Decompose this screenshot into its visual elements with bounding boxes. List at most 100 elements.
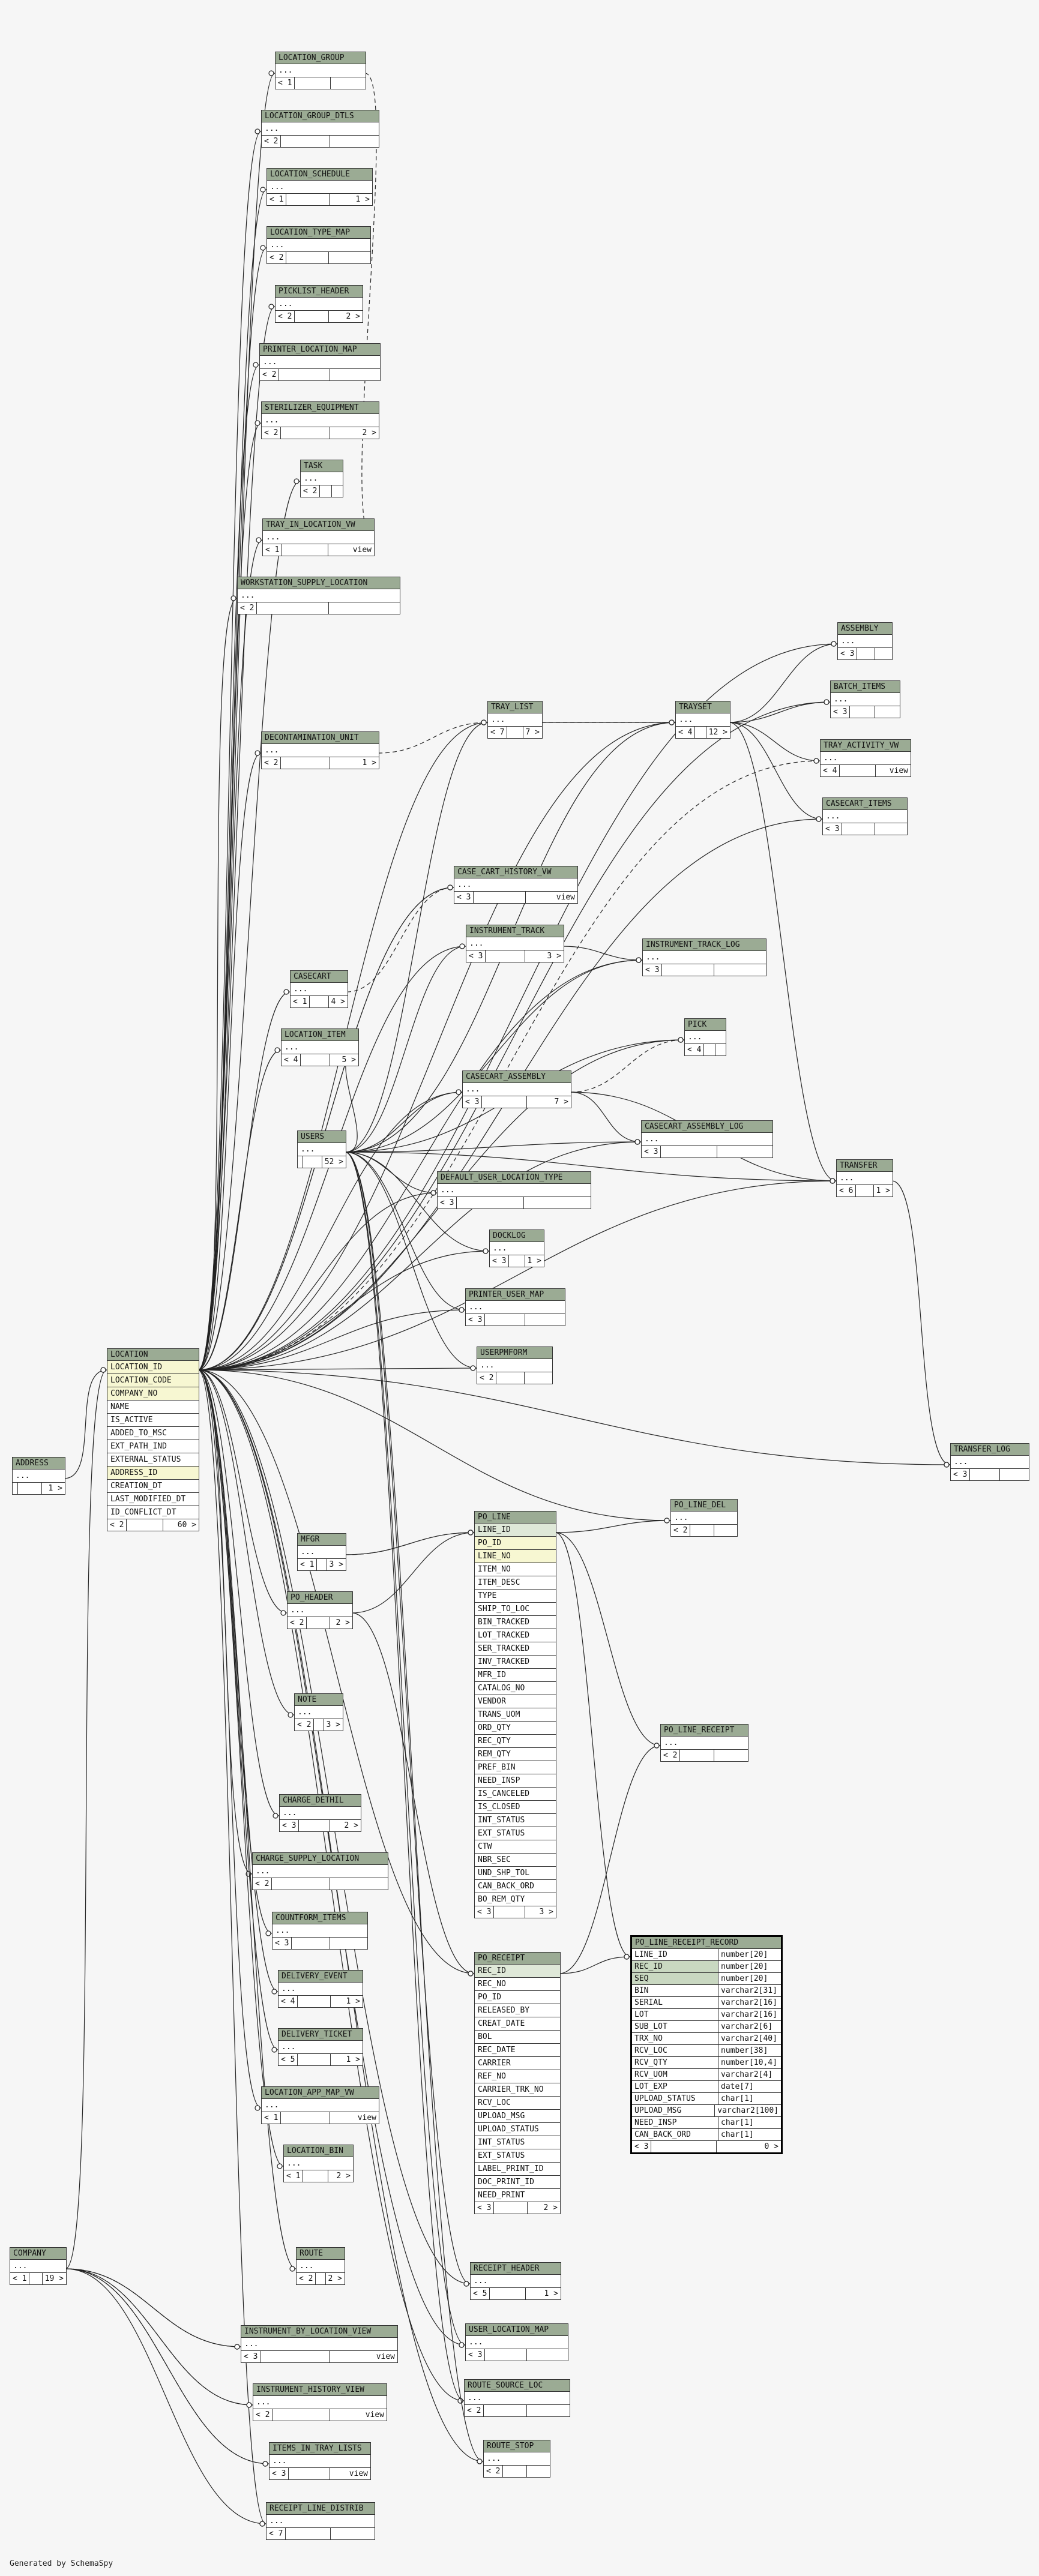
crowfoot-marker	[234, 2344, 240, 2350]
footer-spacer	[840, 765, 876, 776]
table-column-row: VENDOR	[475, 1695, 556, 1708]
table-column-row: DOC_PRINT_ID	[475, 2176, 560, 2189]
relationship-line-location-to-trayset	[197, 722, 676, 1371]
table-printer-location-map[interactable]: PRINTER_LOCATION_MAP...< 2	[259, 343, 381, 381]
child-count	[714, 1750, 748, 1761]
relationship-line-location-to-printer-user-map	[197, 1309, 466, 1371]
parent-count: < 2	[262, 136, 282, 147]
table-title: USER_LOCATION_MAP	[466, 2324, 568, 2336]
table-casecart-assembly-log[interactable]: CASECART_ASSEMBLY_LOG...< 3	[641, 1120, 773, 1158]
footer-spacer	[651, 2141, 717, 2152]
table-address[interactable]: ADDRESS...1 >	[12, 1457, 65, 1495]
table-receipt-line-distrib[interactable]: RECEIPT_LINE_DISTRIB...< 7	[266, 2502, 375, 2540]
table-charge-supply-location[interactable]: CHARGE_SUPPLY_LOCATION...< 2	[252, 1852, 388, 1890]
table-user-location-map[interactable]: USER_LOCATION_MAP...< 3	[465, 2323, 568, 2361]
crowfoot-marker	[468, 1971, 474, 1977]
table-default-user-location-type[interactable]: DEFAULT_USER_LOCATION_TYPE...< 3	[437, 1171, 591, 1209]
table-casecart-items[interactable]: CASECART_ITEMS...< 3	[822, 797, 908, 835]
table-footer: < 3	[642, 1146, 772, 1157]
table-column-row: ...	[238, 589, 400, 602]
table-location-group-dtls[interactable]: LOCATION_GROUP_DTLS...< 2	[261, 110, 379, 148]
table-column-row: BO_REM_QTY	[475, 1893, 556, 1906]
child-count: 2 >	[362, 428, 377, 437]
relationship-line-location-to-po-line-del	[197, 1369, 671, 1521]
table-title: ROUTE_SOURCE_LOC	[465, 2380, 570, 2392]
table-route-stop[interactable]: ROUTE_STOP...< 2	[483, 2440, 550, 2478]
table-po-line-del[interactable]: PO_LINE_DEL...< 2	[670, 1499, 738, 1537]
child-count: view	[365, 2410, 385, 2419]
table-location-group[interactable]: LOCATION_GROUP...< 1	[275, 52, 366, 89]
table-column-row: INT_STATUS	[475, 1814, 556, 1827]
table-printer-user-map[interactable]: PRINTER_USER_MAP...< 3	[465, 1288, 565, 1326]
table-route-source-loc[interactable]: ROUTE_SOURCE_LOC...< 2	[464, 2379, 570, 2417]
table-column-row: ...	[298, 1546, 346, 1559]
relationship-line-po-line-to-po-line-receipt-record	[555, 1532, 631, 1957]
relationship-line-trayset-to-tray-activity-vw	[729, 722, 821, 761]
child-count	[527, 2405, 570, 2416]
parent-count: < 1	[10, 2273, 30, 2284]
parent-count: < 4	[821, 765, 840, 776]
crowfoot-marker	[280, 1610, 286, 1616]
relationship-line-po-receipt-to-po-line-receipt-record	[559, 1956, 631, 1974]
table-location-type-map[interactable]: LOCATION_TYPE_MAP...< 2	[267, 226, 371, 264]
table-users[interactable]: USERS...52 >	[297, 1130, 346, 1168]
column-name: BIN	[632, 1985, 718, 1996]
column-type: char[1]	[718, 2117, 781, 2128]
footer-spacer	[281, 757, 331, 769]
table-workstation-supply-location[interactable]: WORKSTATION_SUPPLY_LOCATION...< 2	[237, 577, 400, 614]
table-transfer-log[interactable]: TRANSFER_LOG...< 3	[950, 1443, 1029, 1481]
child-count: 2 >	[346, 312, 361, 321]
relationship-line-location-to-decontamination-unit	[197, 752, 262, 1371]
child-count: 1 >	[355, 195, 370, 204]
crowfoot-marker	[268, 304, 274, 310]
child-count: 52 >	[324, 1157, 343, 1166]
table-countform-items[interactable]: COUNTFORM_ITEMS...< 3	[272, 1912, 368, 1950]
table-column-row: ...	[463, 1083, 571, 1096]
table-po-line-receipt[interactable]: PO_LINE_RECEIPT...< 2	[660, 1724, 748, 1762]
table-instrument-track-log[interactable]: INSTRUMENT_TRACK_LOG...< 3	[642, 938, 766, 976]
footer-spacer	[494, 1906, 526, 1918]
parent-count: < 6	[837, 1185, 857, 1196]
table-pick[interactable]: PICK...< 4	[684, 1018, 726, 1056]
table-assembly[interactable]: ASSEMBLY...< 3	[837, 622, 893, 660]
table-userpmform[interactable]: USERPMFORM...< 2	[477, 1347, 553, 1384]
table-task[interactable]: TASK...< 2	[300, 460, 343, 497]
table-title: PO_LINE	[475, 1512, 556, 1524]
table-batch-items[interactable]: BATCH_ITEMS...< 3	[830, 680, 900, 718]
